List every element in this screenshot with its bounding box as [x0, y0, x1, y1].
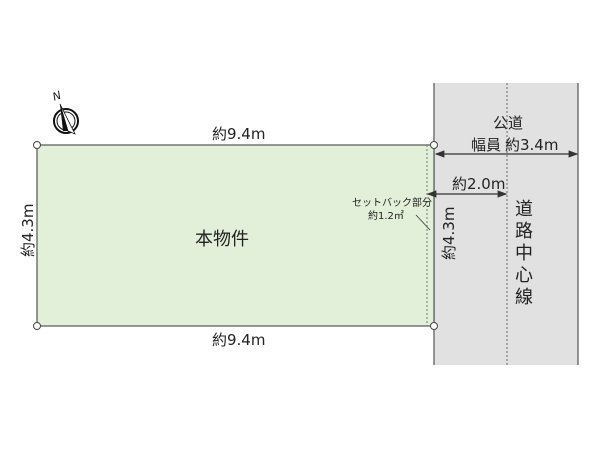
- center-line-label: 道 路 中 心 線: [515, 199, 533, 308]
- center-line-char: 心: [515, 265, 533, 286]
- center-line-char: 路: [515, 221, 533, 242]
- center-line-char: 中: [515, 243, 533, 264]
- center-line-char: 線: [515, 287, 533, 308]
- corner-marker: [430, 141, 438, 149]
- road-width-label: 幅員: [471, 136, 501, 154]
- setback-leader: [415, 214, 431, 231]
- bottom-width-label: 約9.4m: [212, 331, 265, 349]
- setback-area: 約1.2㎡: [368, 209, 404, 222]
- north-label: N: [51, 89, 63, 104]
- corner-marker: [430, 322, 438, 330]
- corner-marker: [33, 322, 41, 330]
- road-width-value: 約3.4m: [505, 136, 558, 154]
- road-type-label: 公道: [493, 114, 523, 132]
- right-depth-label: 約4.3m: [440, 207, 458, 260]
- north-compass-icon: N: [51, 89, 79, 135]
- center-distance-label: 約2.0m: [452, 175, 505, 193]
- top-width-label: 約9.4m: [212, 125, 265, 143]
- setback-label: セットバック部分: [352, 196, 432, 209]
- center-line-char: 道: [515, 199, 533, 220]
- left-depth-label: 約4.3m: [19, 204, 37, 257]
- corner-marker: [33, 141, 41, 149]
- property-plot: [36, 144, 435, 327]
- public-road: [434, 83, 578, 365]
- plot-label: 本物件: [195, 229, 249, 250]
